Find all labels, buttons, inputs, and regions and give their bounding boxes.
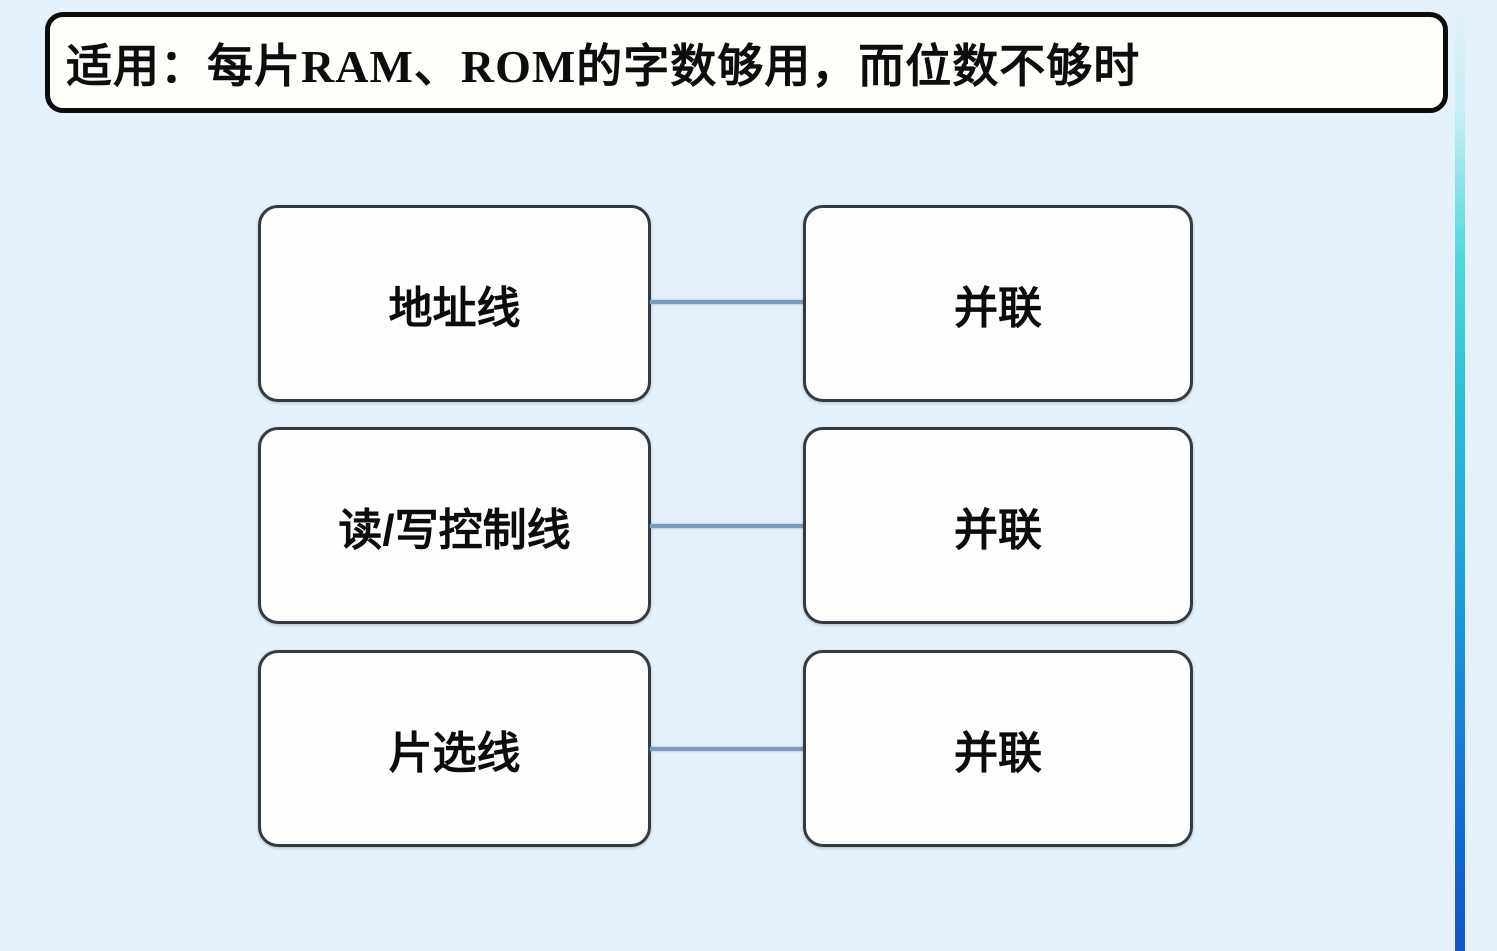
node-label: 读/写控制线 — [338, 505, 571, 555]
title-box: 适用：每片RAM、ROM的字数够用，而位数不够时 — [45, 12, 1448, 113]
node-label: 并联 — [954, 728, 1042, 778]
connector-line — [650, 524, 804, 528]
node-parallel-2: 并联 — [803, 427, 1193, 624]
node-address-lines: 地址线 — [258, 205, 651, 402]
node-read-write-control-lines: 读/写控制线 — [258, 427, 651, 624]
title-text: 适用：每片RAM、ROM的字数够用，而位数不够时 — [66, 39, 1141, 92]
node-parallel-1: 并联 — [803, 205, 1193, 402]
node-chip-select-lines: 片选线 — [258, 650, 651, 847]
node-label: 片选线 — [388, 728, 521, 778]
node-label: 地址线 — [388, 283, 521, 333]
connector-line — [650, 747, 804, 751]
connector-line — [650, 300, 804, 304]
node-label: 并联 — [954, 505, 1042, 555]
node-parallel-3: 并联 — [803, 650, 1193, 847]
node-label: 并联 — [954, 283, 1042, 333]
gradient-accent-line — [1455, 0, 1465, 951]
